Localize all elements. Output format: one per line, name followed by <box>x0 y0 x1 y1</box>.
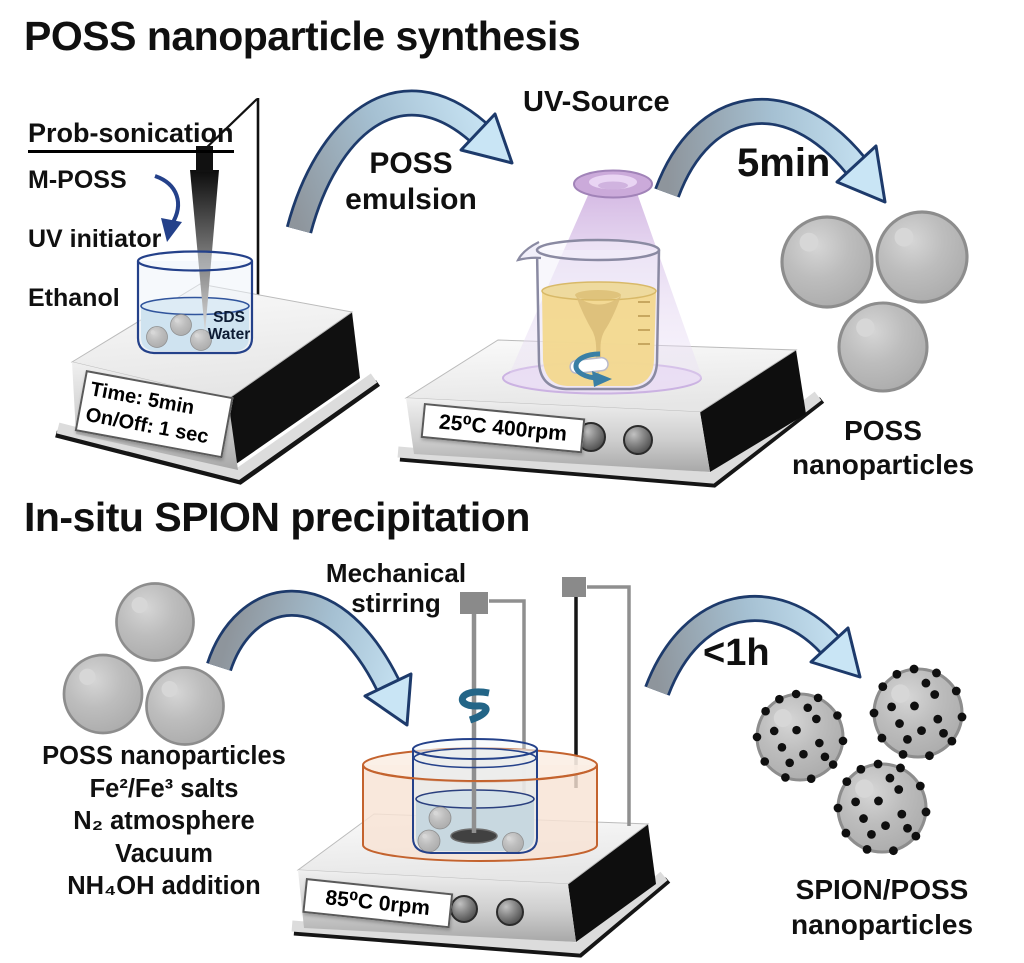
duration-5min-label: 5min <box>737 141 831 185</box>
arrow-reagents-in-icon <box>154 174 182 242</box>
uv-source-label: UV-Source <box>523 86 670 118</box>
reaction-inputs-label: POSS nanoparticles Fe²/Fe³ salts N₂ atmo… <box>42 742 286 900</box>
arrow-to-stirring-icon <box>206 589 413 727</box>
plate-knob <box>623 425 653 455</box>
sonication-beaker <box>136 146 254 355</box>
section1-title: POSS nanoparticle synthesis <box>24 13 581 59</box>
method-label: Prob-sonication <box>28 100 234 153</box>
reagent-list: M-POSS UV initiator Ethanol <box>28 136 161 342</box>
vortex <box>576 296 621 375</box>
poss-emulsion-label: POSS emulsion <box>345 147 477 216</box>
stir-rotation-icon <box>573 351 601 381</box>
sds-water-label: SDS Water <box>207 309 251 343</box>
uv-lamp-icon <box>573 169 653 199</box>
beaker-spout <box>515 241 542 262</box>
arrow-1h-icon <box>644 595 862 697</box>
uv-beaker <box>515 238 661 391</box>
shaft-rotation-icon <box>458 688 490 724</box>
plate-knob <box>496 898 524 926</box>
poss-product-label: POSS nanoparticles <box>791 415 975 480</box>
reagent-item: M-POSS <box>28 166 127 194</box>
spion-poss-nanoparticles <box>753 665 967 855</box>
plate-knob <box>450 895 478 923</box>
reagent-item: Ethanol <box>28 284 120 312</box>
arrow-poss-emulsion-icon <box>285 89 514 234</box>
spion-product-label: SPION/POSS nanoparticles <box>790 874 974 940</box>
feed-nanoparticles <box>62 582 225 746</box>
reagent-item: UV initiator <box>28 225 162 253</box>
reaction-beaker <box>412 614 538 854</box>
section2-title: In-situ SPION precipitation <box>24 494 530 540</box>
poss-nanoparticles <box>780 210 969 393</box>
mechanical-stirring-label: Mechanical stirring <box>325 558 467 618</box>
duration-1h-label: <1h <box>703 632 770 674</box>
stirrer-clamps <box>460 577 631 826</box>
arrow-5min-icon <box>654 97 887 204</box>
